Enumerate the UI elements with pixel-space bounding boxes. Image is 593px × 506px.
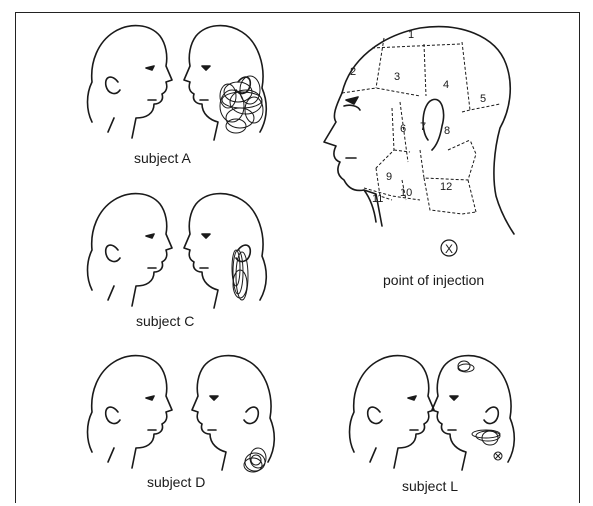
subject-l-illustration <box>350 356 515 470</box>
point-of-injection-caption: point of injection <box>383 272 484 288</box>
region-12-label: 12 <box>440 181 452 193</box>
region-4-label: 4 <box>443 79 449 91</box>
region-2-label: 2 <box>350 66 356 78</box>
subject-a-scribble <box>220 76 263 133</box>
region-1-label: 1 <box>408 29 414 41</box>
subject-d-illustration <box>88 356 275 472</box>
subject-l-caption: subject L <box>402 478 458 494</box>
head-region-map: 1 2 3 4 5 6 7 8 9 10 11 12 X <box>324 27 514 256</box>
subject-d-scribble <box>244 448 266 472</box>
region-3-label: 3 <box>394 71 400 83</box>
subject-a-caption: subject A <box>134 150 191 166</box>
svg-text:X: X <box>445 242 453 256</box>
region-8-label: 8 <box>444 125 450 137</box>
injection-marker-icon: X <box>441 240 457 256</box>
subject-a-illustration <box>88 26 267 140</box>
subject-c-illustration <box>88 194 267 308</box>
subject-c-caption: subject C <box>136 313 194 329</box>
subject-d-caption: subject D <box>147 474 205 490</box>
region-7-label: 7 <box>420 121 426 133</box>
region-11-label: 11 <box>372 193 383 205</box>
subject-l-scribble <box>458 361 502 460</box>
subject-c-scribble <box>232 250 248 300</box>
region-9-label: 9 <box>386 171 392 183</box>
region-6-label: 6 <box>400 123 406 135</box>
region-10-label: 10 <box>400 187 412 199</box>
region-5-label: 5 <box>480 93 486 105</box>
